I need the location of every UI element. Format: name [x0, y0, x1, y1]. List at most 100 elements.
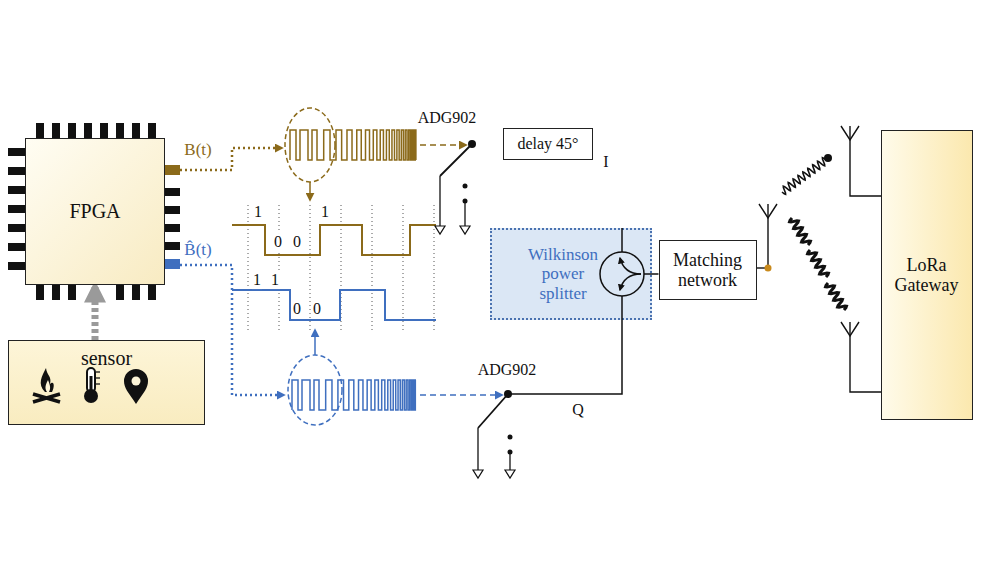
drawing-part	[8, 167, 25, 175]
label-holder: B(t)	[183, 140, 212, 159]
drawing-part	[826, 283, 847, 310]
drawing-part	[420, 394, 502, 396]
drawing-part	[434, 205, 435, 330]
splitter-region: Wilkinson power splitter	[490, 228, 652, 320]
drawing-part	[33, 394, 60, 402]
drawing-part	[372, 205, 373, 330]
node-text: FPGA	[69, 200, 120, 222]
signal-name: Q	[571, 401, 585, 419]
drawing-part	[68, 123, 76, 138]
drawing-part	[116, 123, 124, 138]
drawing-part	[508, 450, 513, 455]
drawing-part	[8, 186, 25, 194]
drawing-part	[148, 285, 156, 300]
signal-name: B(t)	[183, 140, 212, 159]
drawing-part	[8, 148, 25, 156]
drawing-part	[96, 383, 100, 384]
drawing-part	[824, 154, 832, 162]
drawing-part	[310, 205, 311, 330]
drawing-part	[849, 126, 850, 140]
drawing-part	[90, 376, 93, 392]
drawing-part	[849, 322, 850, 336]
drawing-part	[68, 285, 76, 300]
label-holder: 1	[253, 203, 263, 221]
drawing-part	[36, 123, 44, 138]
drawing-part	[165, 206, 180, 214]
drawing-part	[644, 273, 652, 275]
node-text: Matching network	[666, 250, 750, 290]
drawing-part	[132, 377, 141, 386]
drawing-part	[504, 390, 512, 398]
drawing-part	[505, 470, 515, 478]
node-text: delay 45°	[517, 135, 578, 153]
drawing-part	[620, 274, 641, 290]
drawing-part	[757, 267, 769, 268]
drawing-part	[96, 371, 100, 372]
drawing-part	[292, 380, 416, 410]
drawing-part	[165, 188, 180, 196]
sensor-icons	[33, 368, 148, 404]
drawing-part	[84, 389, 98, 403]
drawing-part	[464, 201, 465, 226]
drawing-part	[478, 394, 508, 428]
drawing-part	[100, 123, 108, 138]
delay-box: delay 45°	[503, 128, 593, 160]
label-holder: 0	[312, 300, 322, 318]
drawing-part	[36, 285, 44, 300]
bit-value: 0	[292, 233, 302, 251]
drawing-part	[435, 226, 445, 234]
drawing-part	[41, 368, 54, 392]
drawing-part	[782, 158, 826, 195]
drawing-part	[8, 224, 25, 232]
label-holder: 1	[270, 271, 280, 289]
label-holder: I	[602, 153, 609, 171]
drawing-part	[96, 377, 100, 378]
drawing-part	[621, 228, 623, 252]
bit-value: 0	[312, 300, 322, 318]
drawing-part	[285, 108, 335, 182]
drawing-part	[124, 369, 148, 404]
drawing-part	[463, 199, 468, 204]
drawing-part	[45, 380, 50, 392]
drawing-part	[767, 218, 768, 268]
label-holder: ADG902	[417, 109, 478, 127]
drawing-part	[165, 259, 180, 269]
drawing-part	[288, 355, 342, 425]
gateway-box: LoRa Gateway	[881, 130, 973, 420]
drawing-part	[314, 330, 316, 355]
drawing-part	[508, 435, 513, 440]
drawing-part	[790, 218, 811, 245]
drawing-part	[509, 452, 510, 470]
bit-value: 0	[273, 233, 283, 251]
drawing-part	[477, 428, 478, 470]
bit-value: 1	[320, 203, 330, 221]
drawing-part	[8, 243, 25, 251]
drawing-part	[33, 394, 60, 402]
drawing-part	[165, 224, 180, 232]
sensor-box: sensor	[8, 340, 205, 425]
signal-name: ADG902	[477, 361, 538, 379]
drawing-part	[841, 322, 859, 336]
signal-name: ADG902	[417, 109, 478, 127]
drawing-part	[850, 140, 883, 196]
drawing-part	[116, 285, 124, 300]
drawing-part	[420, 144, 466, 146]
label-holder: Q	[571, 401, 585, 419]
matching-box: Matching network	[659, 240, 757, 300]
label-holder: 1	[252, 271, 262, 289]
drawing-part	[767, 204, 768, 218]
drawing-part	[341, 205, 342, 330]
drawing-part	[8, 262, 25, 270]
chip-box: FPGA	[25, 138, 165, 285]
drawing-part	[8, 205, 25, 213]
drawing-part	[309, 182, 311, 200]
drawing-part	[248, 205, 249, 330]
drawing-part	[132, 123, 140, 138]
drawing-part	[473, 470, 483, 478]
node-text: LoRa Gateway	[888, 255, 966, 295]
drawing-part	[232, 225, 436, 255]
drawing-part	[279, 205, 280, 330]
